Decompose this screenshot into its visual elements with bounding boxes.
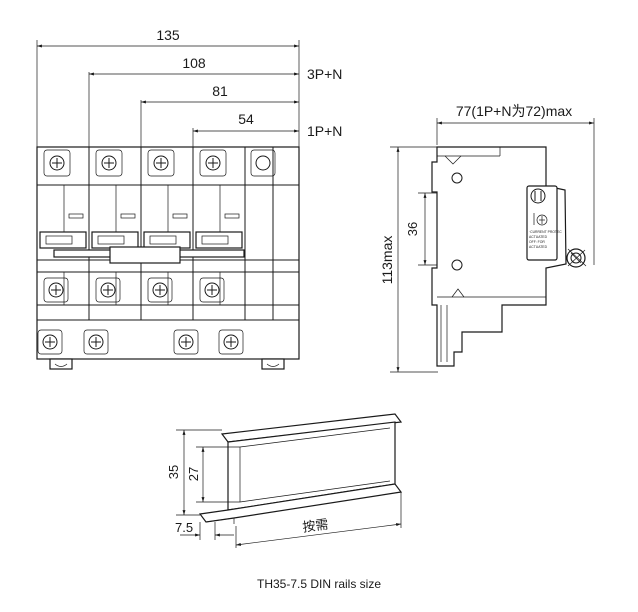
dim-1p-n-width: 54 <box>238 111 254 127</box>
drawing-caption: TH35-7.5 DIN rails size <box>256 577 382 591</box>
breaker-body <box>36 146 300 360</box>
din-rail <box>176 413 403 548</box>
side-view: 77(1P+N为72)max 113max 36 ·CURRENT <box>379 103 595 373</box>
front-view: 135 108 81 54 3P+N 1P+N <box>36 27 342 370</box>
dim-3p-n-width: 108 <box>182 55 206 71</box>
dim-depth: 77(1P+N为72)max <box>456 103 572 119</box>
top-terminals <box>43 149 276 177</box>
screw-knob <box>566 248 587 268</box>
dim-height: 113max <box>379 236 395 285</box>
toggle-handles <box>39 231 245 264</box>
side-dimensions <box>390 118 595 373</box>
dim-rail-height-inner: 27 <box>186 467 201 481</box>
dim-rail-flange: 7.5 <box>175 520 193 535</box>
dim-rail-height-outer: 35 <box>166 465 181 479</box>
front-dimensions <box>36 40 300 148</box>
panel-text-1: ·CURRENT PROTEC <box>529 230 562 234</box>
dim-rail-slot: 36 <box>405 222 420 236</box>
panel-text-4: ACTUATED <box>529 245 548 249</box>
panel-text-2: ACTUATED <box>529 235 548 239</box>
label-1p-n: 1P+N <box>307 123 342 139</box>
label-3p-n: 3P+N <box>307 66 342 82</box>
bottom-terminals <box>37 277 244 355</box>
din-clips <box>49 358 285 370</box>
dim-3p-width: 81 <box>212 83 228 99</box>
panel-text-3: OFF: FOR <box>529 240 545 244</box>
test-button-panel: ·CURRENT PROTEC ACTUATED OFF: FOR ACTUAT… <box>526 185 562 261</box>
dim-total-width: 135 <box>156 27 180 43</box>
dim-rail-length: 按需 <box>302 516 330 534</box>
